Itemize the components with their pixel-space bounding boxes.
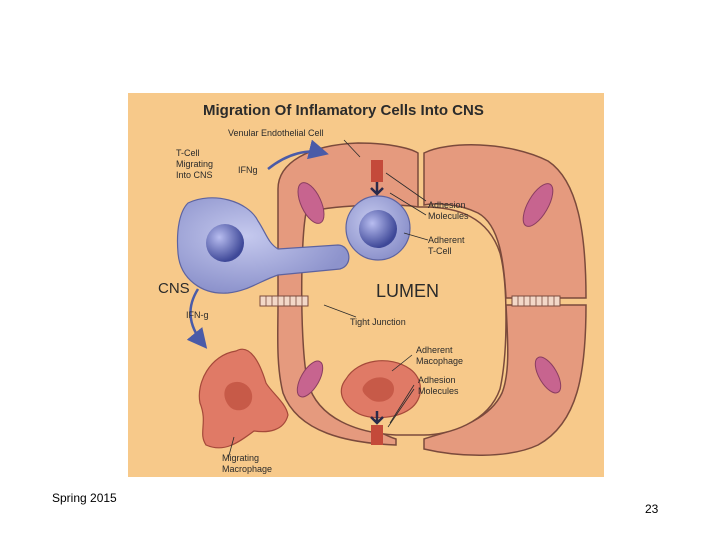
label-adherent-macrophage-1: Adherent: [416, 345, 453, 355]
label-ifng-top: IFNg: [238, 165, 258, 175]
tight-junction-right: [511, 295, 561, 307]
migration-diagram: Migration Of Inflamatory Cells Into CNS: [128, 93, 604, 477]
nucleus-top-right: [522, 183, 554, 227]
nucleus-bottom-left: [296, 360, 324, 398]
label-migrating-macrophage-1: Migrating: [222, 453, 259, 463]
label-lumen: LUMEN: [376, 281, 439, 301]
label-adhesion-molecules-bottom-2: Molecules: [418, 386, 459, 396]
arrow-ifng-left: [186, 288, 208, 349]
label-adherent-tcell-1: Adherent: [428, 235, 465, 245]
arrow-ifng-top: [267, 139, 329, 170]
label-adhesion-molecules-bottom-1: Adhesion: [418, 375, 456, 385]
adhesion-molecule-top: [370, 160, 384, 196]
endothelial-cell-bottom-right: [423, 304, 587, 457]
label-tcell-migrating-3: Into CNS: [176, 170, 213, 180]
migrating-tcell: [176, 197, 350, 294]
migrating-tcell-nucleus: [206, 224, 244, 262]
diagram-title: Migration Of Inflamatory Cells Into CNS: [203, 102, 484, 119]
migrating-macrophage-nucleus: [224, 381, 253, 411]
label-tcell-migrating-2: Migrating: [176, 159, 213, 169]
adhesion-molecule-bottom: [370, 411, 384, 445]
label-tcell-migrating-1: T-Cell: [176, 148, 200, 158]
nucleus-bottom-right: [534, 356, 562, 394]
label-adherent-macrophage-2: Macophage: [416, 356, 463, 366]
tight-junction-left: [259, 295, 309, 307]
endothelial-cell-top-right: [423, 144, 587, 299]
label-migrating-macrophage-2: Macrophage: [222, 464, 272, 474]
adherent-tcell-nucleus: [359, 210, 397, 248]
label-adherent-tcell-2: T-Cell: [428, 246, 452, 256]
label-tight-junction: Tight Junction: [350, 317, 406, 327]
page-number: 23: [645, 502, 659, 516]
nucleus-top-left: [297, 182, 325, 224]
label-cns: CNS: [158, 280, 190, 297]
label-adhesion-molecules-top-1: Adhesion: [428, 200, 466, 210]
label-venular-endothelial-cell: Venular Endothelial Cell: [228, 128, 324, 138]
adherent-macrophage-nucleus: [362, 377, 394, 402]
footer-date: Spring 2015: [52, 491, 117, 505]
leader-lines: [227, 139, 429, 460]
label-adhesion-molecules-top-2: Molecules: [428, 211, 469, 221]
label-ifng-left: IFN-g: [186, 310, 209, 320]
